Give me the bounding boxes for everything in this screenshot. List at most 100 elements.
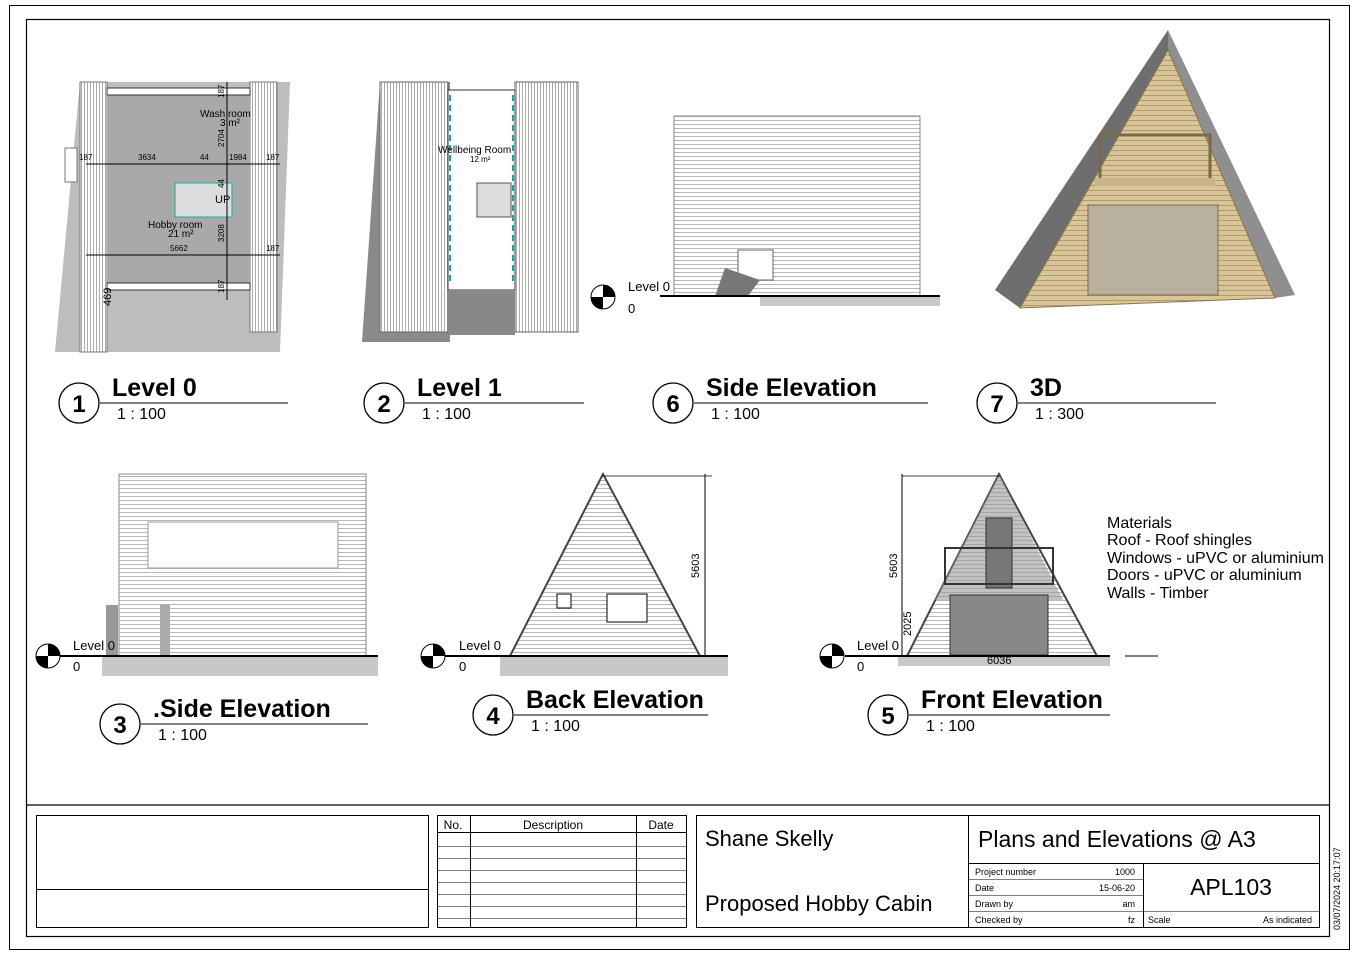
view-name: Front Elevation	[921, 686, 1103, 714]
view-number-circle	[652, 382, 694, 424]
svg-text:5662: 5662	[170, 244, 188, 253]
floor-dimension: 2025	[902, 612, 914, 636]
view-number: 2	[377, 391, 390, 418]
width-dimension: 6036	[987, 655, 1011, 667]
svg-text:12 m²: 12 m²	[470, 155, 491, 164]
field-label: Project number	[975, 867, 1036, 877]
svg-text:0: 0	[459, 659, 466, 674]
view-scale: 1 : 100	[117, 406, 166, 423]
sheet-inner-border	[25, 18, 1331, 938]
svg-text:Roof - Roof shingles: Roof - Roof shingles	[1107, 532, 1252, 549]
view-scale: 1 : 100	[711, 406, 760, 423]
view-number: 6	[666, 391, 679, 418]
view-number-circle	[472, 694, 514, 736]
svg-text:1984: 1984	[229, 153, 247, 162]
room-label: Wash room	[200, 109, 251, 120]
field-label: Date	[975, 883, 994, 893]
view-name: Back Elevation	[526, 686, 704, 714]
svg-text:187: 187	[217, 84, 226, 98]
revision-header: Date	[648, 818, 674, 832]
view-number-circle	[363, 382, 405, 424]
view-scale: 1 : 300	[1035, 406, 1084, 423]
view-name: .Side Elevation	[153, 695, 331, 723]
svg-text:0: 0	[628, 301, 635, 316]
field-value: 15-06-20	[1099, 883, 1135, 893]
revision-header: No.	[444, 818, 463, 832]
sheet-number: APL103	[1190, 874, 1272, 900]
svg-text:187: 187	[266, 153, 280, 162]
view-number: 5	[881, 703, 894, 730]
sheet-outer-border	[9, 5, 1350, 950]
height-dimension: 5603	[690, 554, 702, 578]
field-value: fz	[1128, 915, 1136, 925]
side-elevation-3	[60, 473, 378, 676]
svg-text:Materials: Materials	[1107, 515, 1172, 532]
svg-text:44: 44	[200, 153, 209, 162]
level-marker: Level 0 0	[35, 638, 115, 674]
svg-text:3 m²: 3 m²	[220, 118, 241, 129]
view-name: Level 0	[112, 374, 197, 402]
svg-text:Doors - uPVC or aluminium: Doors - uPVC or aluminium	[1107, 567, 1302, 584]
svg-text:3634: 3634	[138, 153, 156, 162]
room-label: Wellbeing Room	[438, 145, 511, 156]
view-number-circle	[58, 382, 100, 424]
field-value: am	[1122, 899, 1135, 909]
svg-text:Level 0: Level 0	[73, 638, 115, 653]
svg-text:469: 469	[102, 288, 114, 306]
revision-header: Description	[523, 818, 583, 832]
view-title: 5 Front Elevation 1 : 100	[867, 686, 1110, 736]
view-name: 3D	[1030, 374, 1062, 402]
svg-text:3208: 3208	[217, 224, 226, 242]
height-dimension: 5603	[888, 554, 900, 578]
view-name: Level 1	[417, 374, 502, 402]
view-scale: 1 : 100	[926, 718, 975, 735]
view-name: Side Elevation	[706, 374, 877, 402]
revision-table	[437, 815, 687, 928]
view-number: 4	[486, 703, 500, 730]
svg-text:Level 0: Level 0	[857, 638, 899, 653]
back-elevation: 5603	[445, 471, 728, 676]
level-1-floor-plan: Wellbeing Room 12 m²	[362, 81, 579, 342]
view-title: 4 Back Elevation 1 : 100	[472, 686, 708, 736]
level-marker: Level 0 0	[420, 638, 501, 674]
title-block	[36, 815, 1320, 928]
field-label: Drawn by	[975, 899, 1014, 909]
svg-text:2704: 2704	[217, 129, 226, 147]
scale-value: As indicated	[1263, 915, 1312, 925]
svg-text:44: 44	[217, 179, 226, 188]
room-label: Hobby room	[148, 220, 202, 231]
view-title: 2 Level 1 1 : 100	[363, 374, 584, 424]
view-scale: 1 : 100	[531, 718, 580, 735]
view-title: 6 Side Elevation 1 : 100	[652, 374, 928, 424]
front-elevation: 5603 2025 6036	[845, 471, 1158, 667]
svg-text:187: 187	[217, 279, 226, 293]
field-label: Checked by	[975, 915, 1023, 925]
view-title: 7 3D 1 : 300	[976, 374, 1216, 424]
svg-text:Level 0: Level 0	[628, 279, 670, 294]
sheet-title: Plans and Elevations @ A3	[978, 826, 1256, 852]
view-number-circle	[867, 694, 909, 736]
author-name: Shane Skelly	[705, 826, 833, 851]
svg-text:Walls - Timber: Walls - Timber	[1107, 585, 1209, 602]
svg-text:Level 0: Level 0	[459, 638, 501, 653]
materials-note: Materials Roof - Roof shingles Windows -…	[1107, 515, 1324, 602]
svg-text:187: 187	[266, 244, 280, 253]
project-name: Proposed Hobby Cabin	[705, 891, 932, 916]
level-marker: Level 0 0	[590, 279, 670, 316]
print-timestamp: 03/07/2024 20:17:07	[1332, 847, 1342, 930]
level-0-floor-plan: Wash room 3 m² Hobby room 21 m² UP 187 3…	[55, 81, 290, 353]
stair-label: UP	[215, 194, 230, 206]
level-marker: Level 0 0	[819, 638, 899, 674]
svg-text:187: 187	[79, 153, 93, 162]
view-scale: 1 : 100	[158, 727, 207, 744]
field-value: 1000	[1115, 867, 1135, 877]
svg-text:Windows - uPVC or aluminium: Windows - uPVC or aluminium	[1107, 550, 1324, 567]
view-number-circle	[976, 382, 1018, 424]
scale-label: Scale	[1148, 915, 1171, 925]
view-scale: 1 : 100	[422, 406, 471, 423]
svg-text:0: 0	[73, 659, 80, 674]
view-number: 7	[990, 391, 1003, 418]
side-elevation-6	[660, 115, 940, 306]
